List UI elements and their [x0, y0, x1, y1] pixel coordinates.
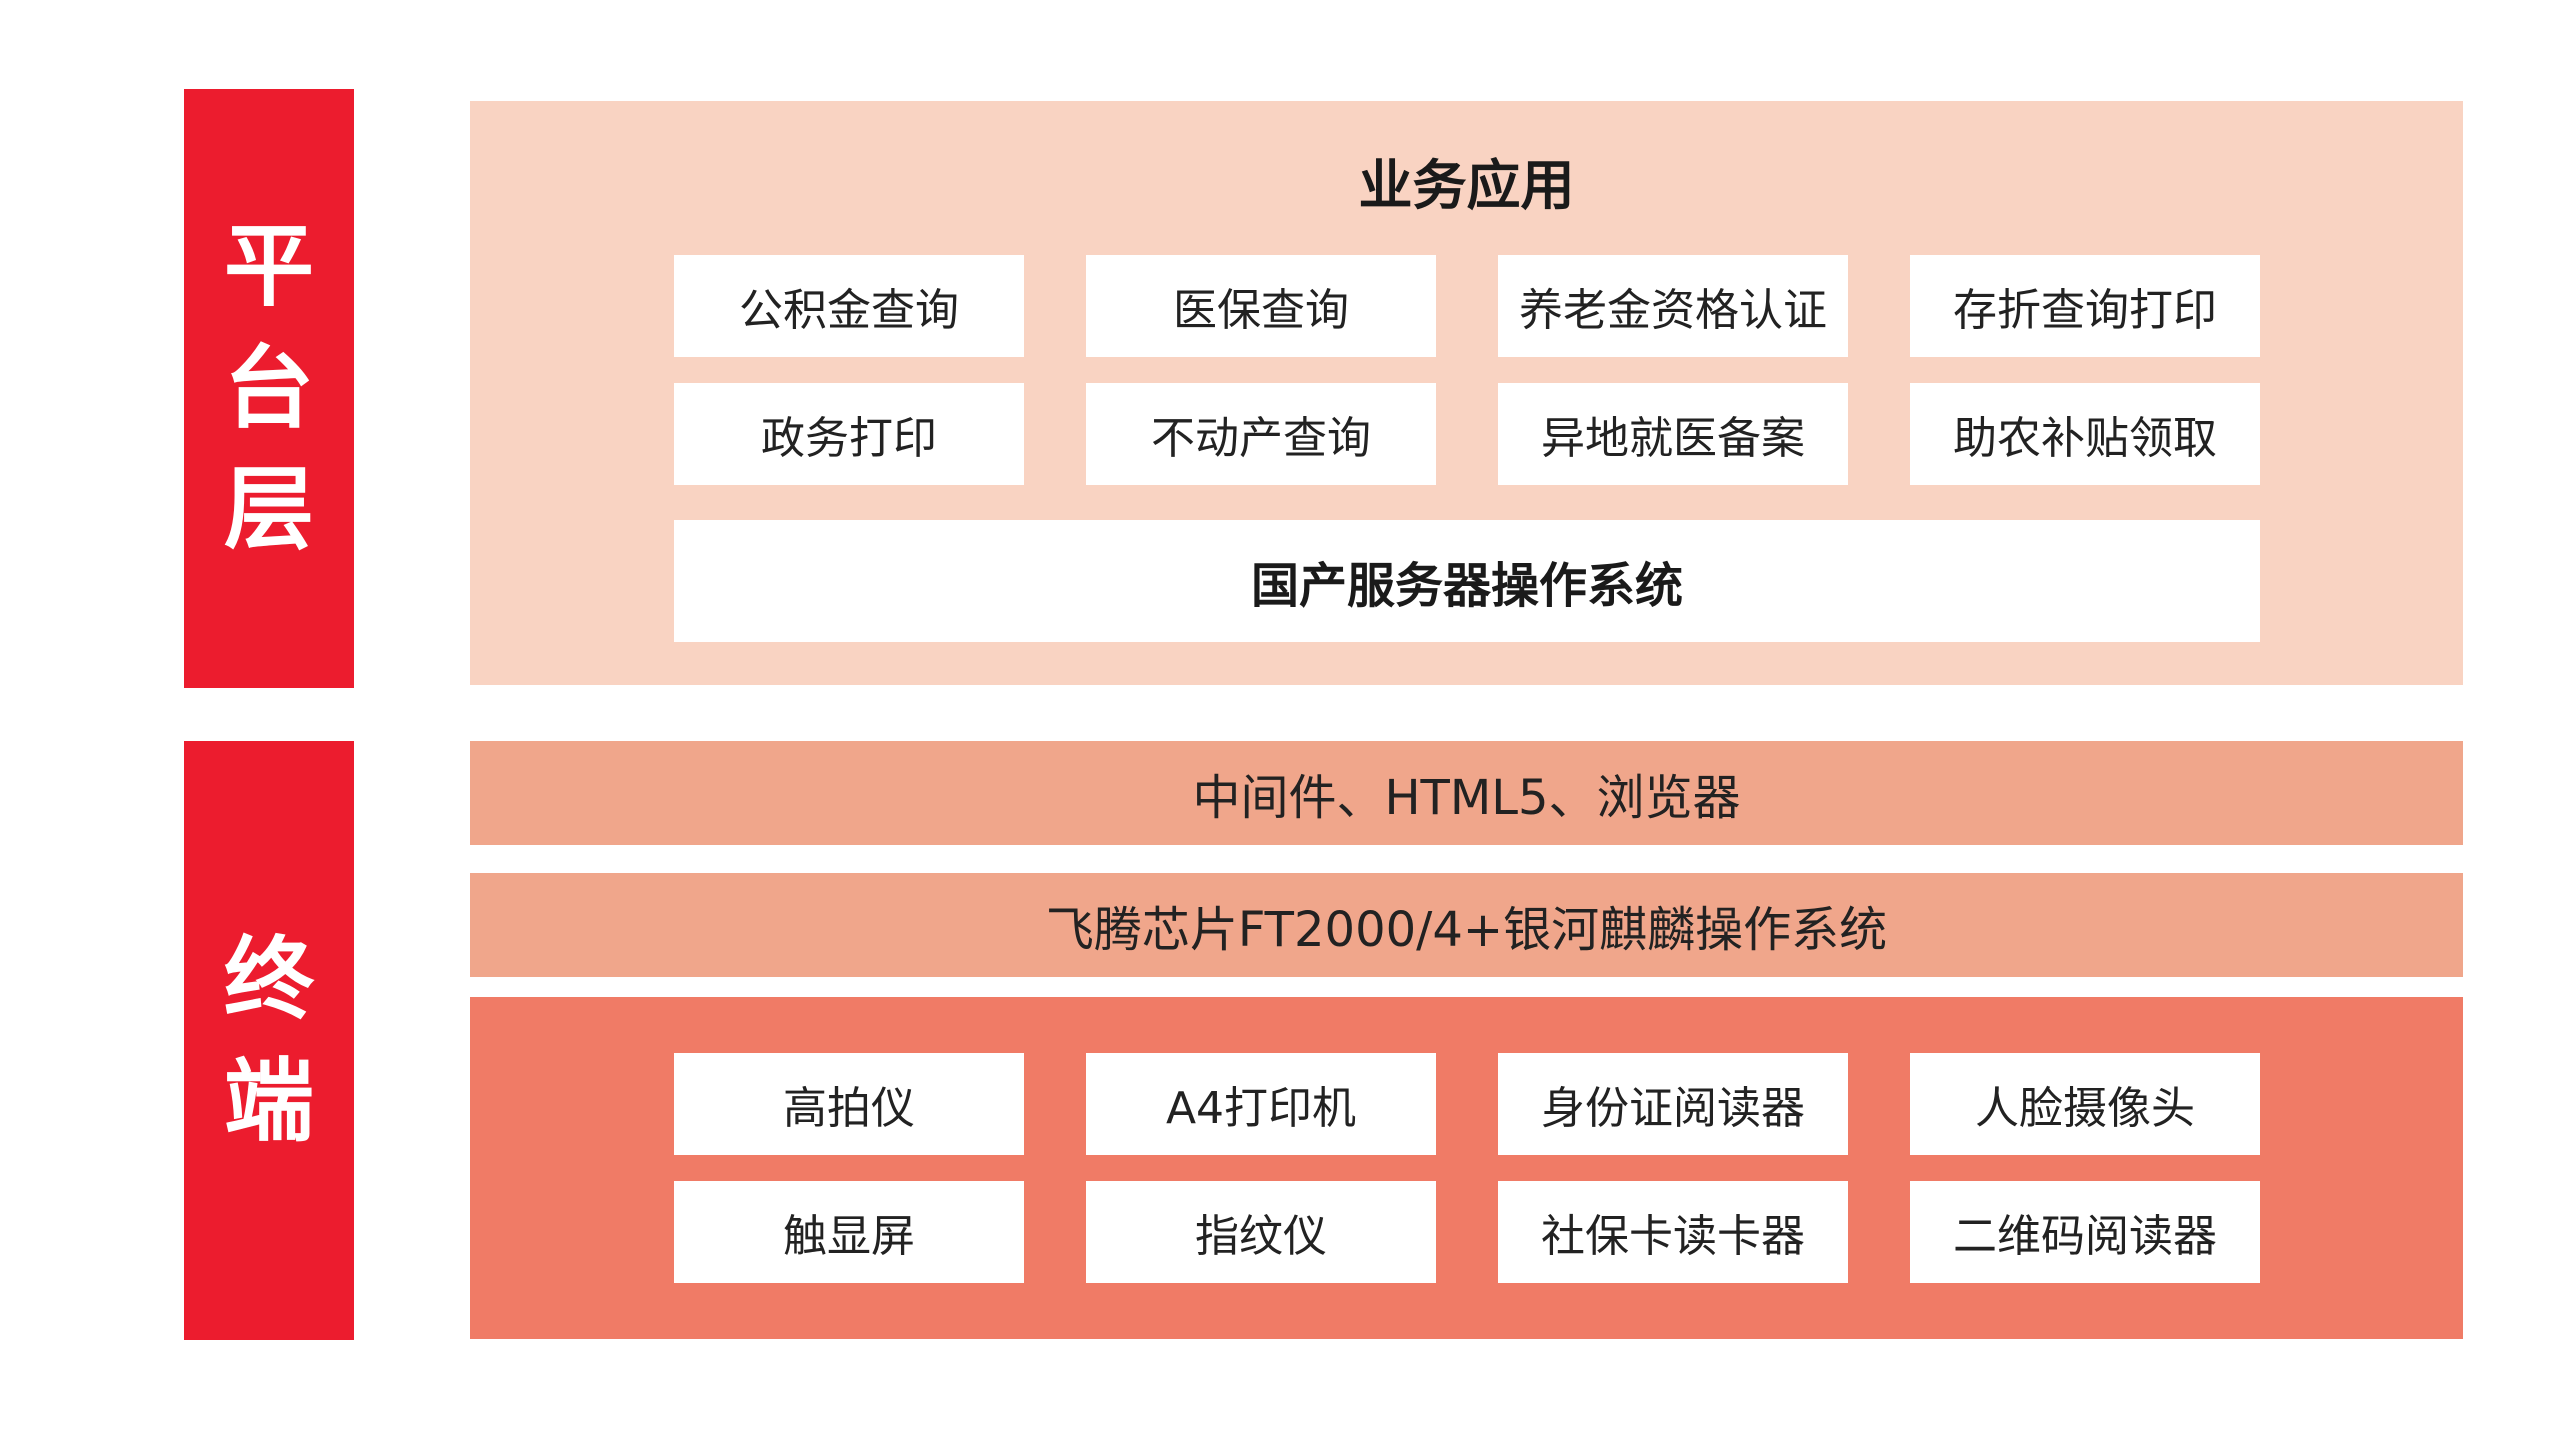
middleware-text: 中间件、HTML5、浏览器 — [1192, 770, 1741, 826]
platform-label-char: 平 — [224, 214, 314, 320]
platform-panel: 业务应用 公积金查询 医保查询 养老金资格认证 存折查询打印 政务打印 不动产查… — [470, 101, 2463, 685]
app-box: 不动产查询 — [1086, 383, 1436, 485]
business-apps-title: 业务应用 — [1358, 154, 1575, 217]
middleware-bar: 中间件、HTML5、浏览器 — [470, 741, 2463, 845]
app-box: 政务打印 — [674, 383, 1024, 485]
app-box: 医保查询 — [1086, 255, 1436, 357]
terminal-label-char: 端 — [224, 1048, 314, 1154]
device-box: 二维码阅读器 — [1910, 1181, 2260, 1283]
terminal-devices-panel: 高拍仪 A4打印机 身份证阅读器 人脸摄像头 触显屏 指纹仪 社保卡读卡器 二维… — [470, 997, 2463, 1339]
terminal-layer-label: 终 端 — [184, 741, 354, 1340]
device-box: 身份证阅读器 — [1498, 1053, 1848, 1155]
app-box: 助农补贴领取 — [1910, 383, 2260, 485]
terminal-os-bar: 飞腾芯片FT2000/4+银河麒麟操作系统 — [470, 873, 2463, 977]
app-box: 养老金资格认证 — [1498, 255, 1848, 357]
terminal-os-text: 飞腾芯片FT2000/4+银河麒麟操作系统 — [1045, 902, 1888, 958]
device-box: 高拍仪 — [674, 1053, 1024, 1155]
device-box: 触显屏 — [674, 1181, 1024, 1283]
app-box: 异地就医备案 — [1498, 383, 1848, 485]
device-box: 社保卡读卡器 — [1498, 1181, 1848, 1283]
device-box: 人脸摄像头 — [1910, 1053, 2260, 1155]
app-box: 公积金查询 — [674, 255, 1024, 357]
platform-label-char: 层 — [224, 457, 314, 563]
platform-label-char: 台 — [224, 335, 314, 441]
device-box: 指纹仪 — [1086, 1181, 1436, 1283]
device-box: A4打印机 — [1086, 1053, 1436, 1155]
platform-layer-label: 平 台 层 — [184, 89, 354, 688]
terminal-label-char: 终 — [224, 927, 314, 1032]
app-box: 存折查询打印 — [1910, 255, 2260, 357]
server-os-box: 国产服务器操作系统 — [674, 520, 2260, 642]
